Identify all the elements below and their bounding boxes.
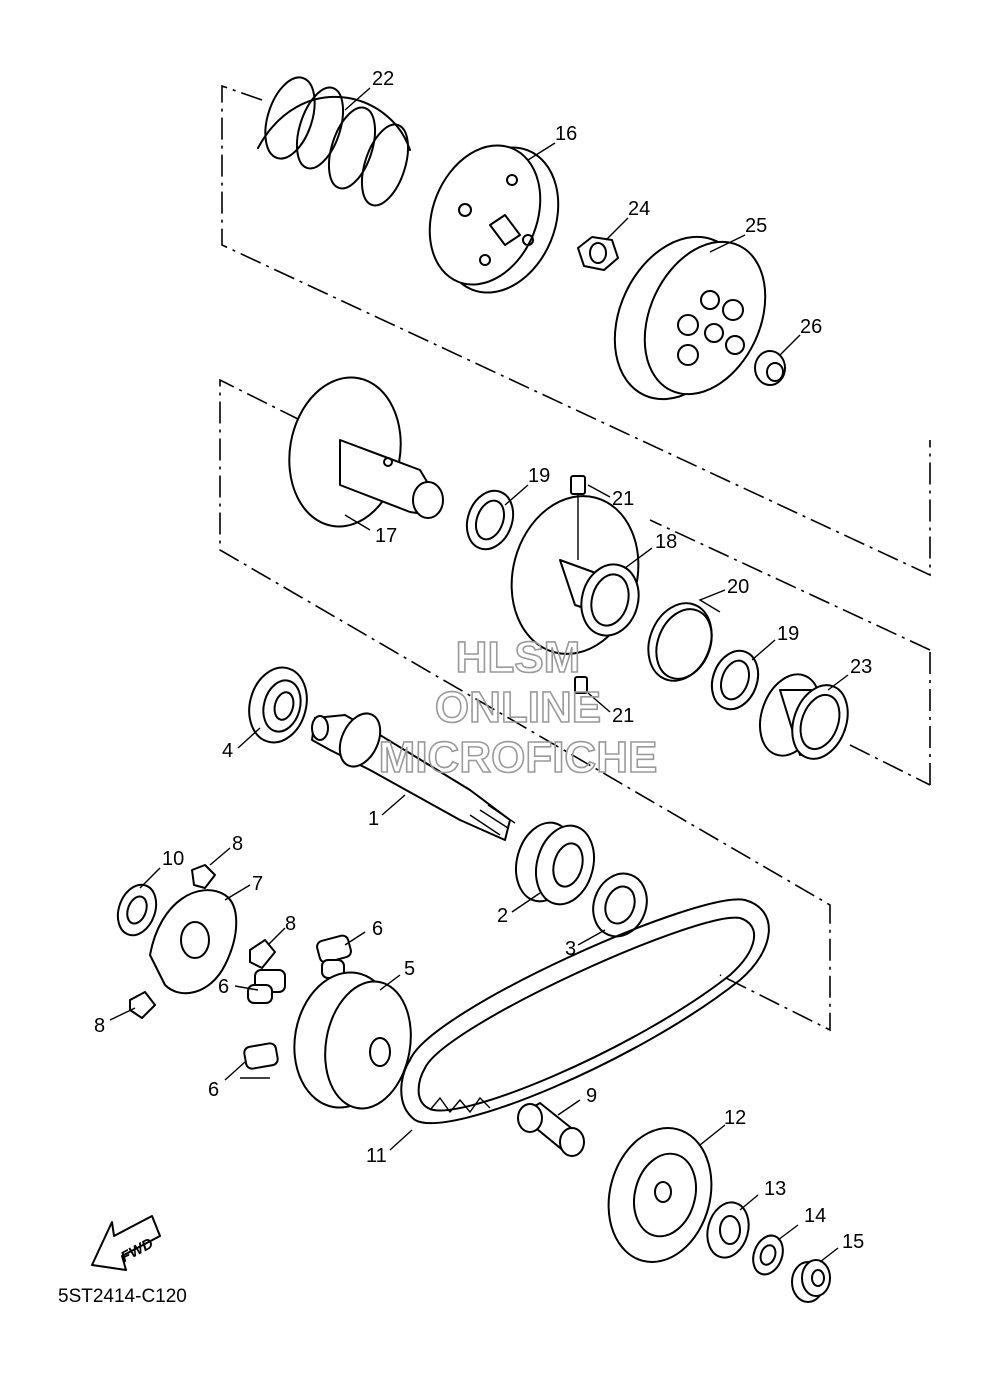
part-14-washer	[752, 1234, 784, 1276]
part-6-weight-roller-group-c	[240, 1042, 279, 1079]
label-6-low: 6	[208, 1079, 219, 1101]
label-8-top: 8	[232, 833, 243, 855]
part-18-fixed-sheave	[510, 495, 640, 655]
assembly-frame-upper	[221, 84, 931, 577]
part-19-collar-b	[710, 649, 760, 711]
label-13: 13	[764, 1178, 786, 1200]
label-7: 7	[252, 873, 263, 895]
part-15-nut	[791, 1259, 831, 1303]
part-4-bearing	[248, 666, 308, 744]
diagram-code: 5ST2414-C120	[58, 1286, 187, 1307]
part-6-weight-roller-group-b	[247, 969, 286, 1004]
label-22: 22	[372, 68, 394, 90]
part-5-primary-sliding-sheave	[293, 971, 412, 1110]
watermark-line-2: ONLINE	[435, 683, 601, 732]
label-26: 26	[800, 316, 822, 338]
part-number-labels: 22 16 24 25 26 17 19 21 18 20 19 23 21 4…	[94, 68, 872, 1253]
part-25-clutch-housing	[613, 235, 767, 401]
label-9: 9	[586, 1085, 597, 1107]
label-20: 20	[727, 576, 749, 598]
label-4: 4	[222, 740, 233, 762]
part-12-primary-fixed-sheave	[607, 1127, 713, 1263]
part-16-clutch-carrier	[428, 144, 560, 294]
label-23: 23	[850, 656, 872, 678]
label-24: 24	[628, 198, 650, 220]
part-20-o-ring	[647, 602, 713, 682]
part-22-spring	[257, 76, 411, 207]
part-8-slider-a	[191, 864, 216, 889]
part-3-oil-seal	[592, 872, 648, 938]
part-21-pin-b	[574, 676, 588, 694]
part-19-collar-a	[465, 489, 515, 551]
part-10-washer	[116, 883, 158, 937]
label-5: 5	[404, 958, 415, 980]
watermark-line-3: MICROFICHE	[379, 733, 658, 782]
label-21-lower: 21	[612, 705, 634, 727]
part-7-cam-plate	[149, 889, 238, 995]
part-24-nut	[577, 236, 619, 271]
label-8-low: 8	[94, 1015, 105, 1037]
part-8-slider-b	[249, 939, 276, 969]
label-10: 10	[162, 848, 184, 870]
part-8-slider-c	[129, 991, 156, 1019]
label-6-mid: 6	[218, 976, 229, 998]
label-6-top: 6	[372, 918, 383, 940]
part-13-one-way-clutch	[706, 1201, 750, 1259]
label-3: 3	[565, 938, 576, 960]
part-11-v-belt	[400, 898, 770, 1125]
part-9-collar	[517, 1102, 585, 1157]
label-1: 1	[368, 808, 379, 830]
label-19-upper: 19	[528, 465, 550, 487]
label-15: 15	[842, 1231, 864, 1253]
label-12: 12	[724, 1107, 746, 1129]
label-25: 25	[745, 215, 767, 237]
assembly-frame-middle	[219, 378, 931, 1032]
part-23-guide-cam	[759, 673, 849, 760]
leader-lines	[109, 87, 849, 1263]
fwd-arrow-icon: FWD	[91, 1215, 161, 1271]
label-8-mid: 8	[285, 913, 296, 935]
part-21-pin-a	[570, 475, 586, 560]
watermark: HLSM ONLINE MICROFICHE	[378, 632, 658, 783]
part-26-flange-nut	[754, 350, 786, 386]
part-17-sliding-sheave	[288, 376, 444, 528]
part-1-secondary-shaft	[311, 712, 516, 841]
label-14: 14	[804, 1205, 826, 1227]
watermark-line-1: HLSM	[456, 633, 581, 682]
label-17: 17	[375, 525, 397, 547]
part-2-bearing	[515, 821, 595, 906]
label-18: 18	[655, 531, 677, 553]
part-6-weight-roller-group-a	[316, 934, 352, 979]
label-21-upper: 21	[612, 488, 634, 510]
label-11: 11	[366, 1145, 387, 1167]
label-19-lower: 19	[777, 623, 799, 645]
label-16: 16	[555, 123, 577, 145]
label-2: 2	[497, 905, 508, 927]
